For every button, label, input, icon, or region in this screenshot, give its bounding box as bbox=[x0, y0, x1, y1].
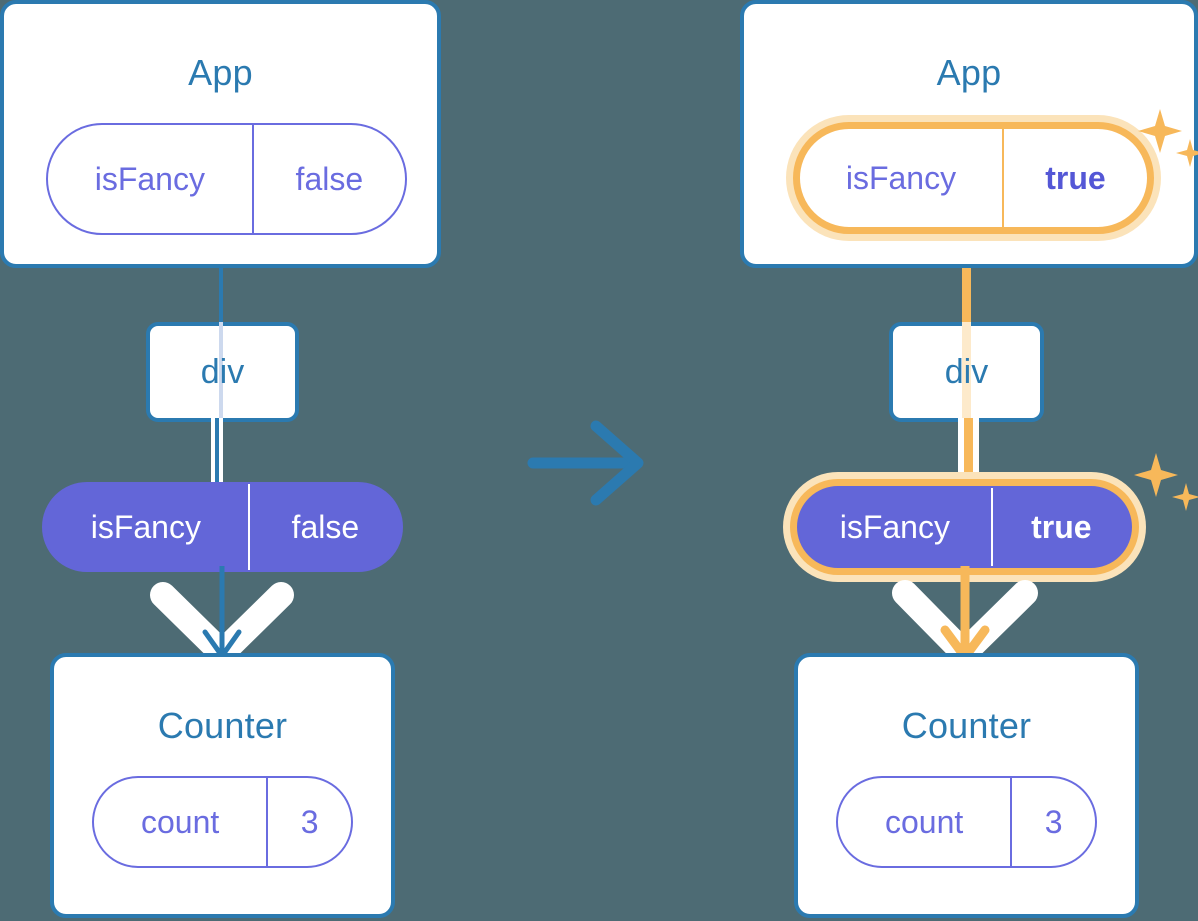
div-label-before: div bbox=[200, 352, 245, 391]
wire-app-to-div-before bbox=[219, 262, 223, 322]
state-value: false bbox=[251, 125, 405, 233]
app-state-pill-before: isFancy false bbox=[46, 123, 407, 235]
app-state-pill-after[interactable]: isFancy true bbox=[793, 122, 1154, 234]
app-panel-after: App isFancy true bbox=[740, 0, 1198, 268]
wire-app-to-div-after bbox=[962, 230, 971, 324]
prop-name: isFancy bbox=[90, 508, 201, 545]
prop-pill-before: isFancy false bbox=[42, 482, 403, 572]
arrow-right-icon bbox=[527, 420, 644, 506]
state-name: isFancy bbox=[845, 159, 957, 196]
sparkle-icon bbox=[1172, 483, 1198, 511]
sparkle-icon bbox=[1176, 139, 1198, 167]
app-panel-before: App isFancy false bbox=[0, 0, 441, 268]
prop-value: false bbox=[247, 484, 401, 570]
counter-state-pill-before: count 3 bbox=[92, 776, 353, 868]
app-title-after: App bbox=[936, 52, 1002, 93]
state-name: count bbox=[141, 803, 220, 840]
wire-through-div-after bbox=[962, 322, 971, 422]
sparkles-prop-after bbox=[1134, 453, 1198, 511]
sparkles-app-after bbox=[1138, 109, 1198, 167]
counter-state-pill-after: count 3 bbox=[836, 776, 1097, 868]
sparkle-icon bbox=[1138, 109, 1182, 153]
wire-div-to-prop-before bbox=[211, 418, 223, 486]
div-node-after: div bbox=[889, 322, 1044, 422]
prop-pill-after[interactable]: isFancy true bbox=[797, 486, 1132, 568]
counter-panel-before: Counter count 3 bbox=[50, 653, 395, 918]
state-value: 3 bbox=[266, 778, 351, 866]
counter-title-before: Counter bbox=[157, 705, 288, 746]
sparkle-icon bbox=[1134, 453, 1178, 497]
state-name: isFancy bbox=[94, 160, 205, 197]
app-title-before: App bbox=[188, 52, 253, 93]
counter-title-after: Counter bbox=[901, 705, 1032, 746]
div-label-after: div bbox=[944, 352, 989, 391]
state-value: 3 bbox=[1010, 778, 1095, 866]
prop-name: isFancy bbox=[839, 508, 950, 545]
prop-value: true bbox=[990, 488, 1130, 566]
wire-through-div-before bbox=[219, 322, 223, 422]
div-node-before: div bbox=[146, 322, 299, 422]
wire-div-to-prop-after bbox=[958, 418, 979, 486]
state-value: true bbox=[1001, 129, 1147, 227]
state-name: count bbox=[885, 803, 964, 840]
counter-panel-after: Counter count 3 bbox=[794, 653, 1139, 918]
